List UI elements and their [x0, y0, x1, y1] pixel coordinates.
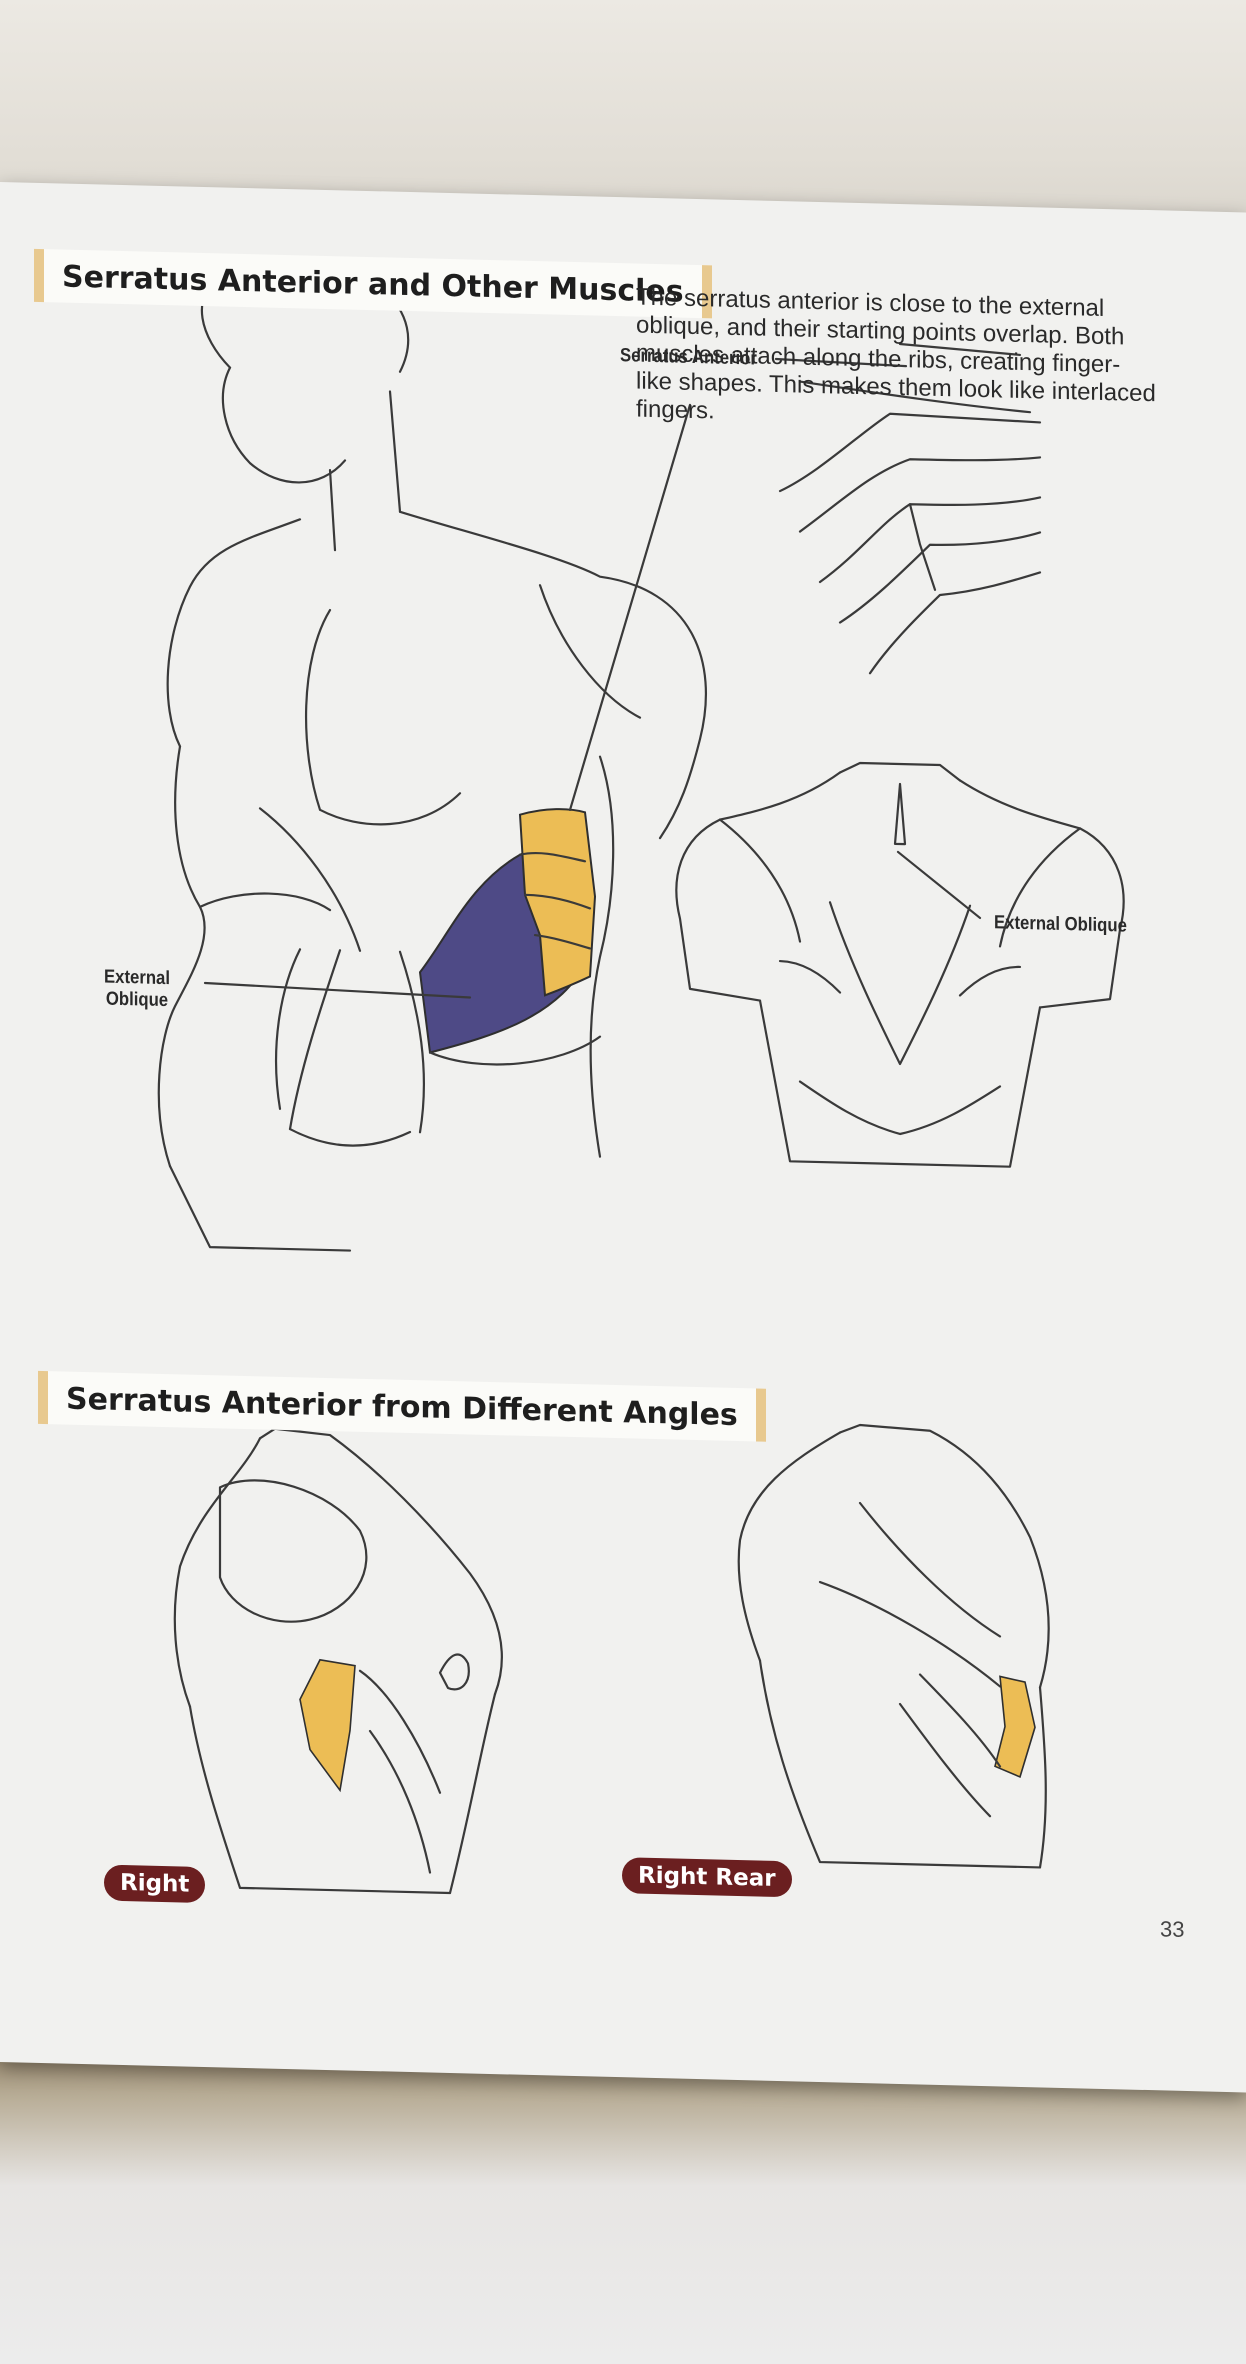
- view-label-right: Right: [104, 1864, 206, 1904]
- book-page: Serratus Anterior and Other Muscles The …: [0, 182, 1246, 2093]
- background-cloth-bottom: [0, 2040, 1246, 2364]
- right-rear-view-illustration: [737, 1423, 1050, 1869]
- view-label-right-rear: Right Rear: [622, 1857, 792, 1898]
- torso-front-illustration: [157, 261, 708, 1252]
- rib-sketch-illustration: [778, 342, 1042, 675]
- page-number: 33: [1160, 1916, 1185, 1942]
- right-rear-view-serratus-highlight: [994, 1675, 1036, 1779]
- right-view-illustration: [173, 1427, 503, 1895]
- label-serratus-anterior: Serratus Anterior: [620, 345, 757, 370]
- back-view-illustration: [675, 761, 1125, 1168]
- oblique-leader-line-left: [203, 981, 472, 999]
- serratus-leader-line-torso: [568, 403, 692, 812]
- oblique-leader-line-right: [896, 850, 982, 920]
- serratus-anterior-highlight: [518, 808, 597, 997]
- label-external-oblique-right: External Oblique: [994, 912, 1127, 937]
- right-view-serratus-highlight: [299, 1658, 356, 1793]
- label-external-oblique-left: External Oblique: [104, 966, 170, 1012]
- serratus-leader-line-right: [774, 357, 908, 368]
- anatomy-illustrations: [157, 261, 1125, 1895]
